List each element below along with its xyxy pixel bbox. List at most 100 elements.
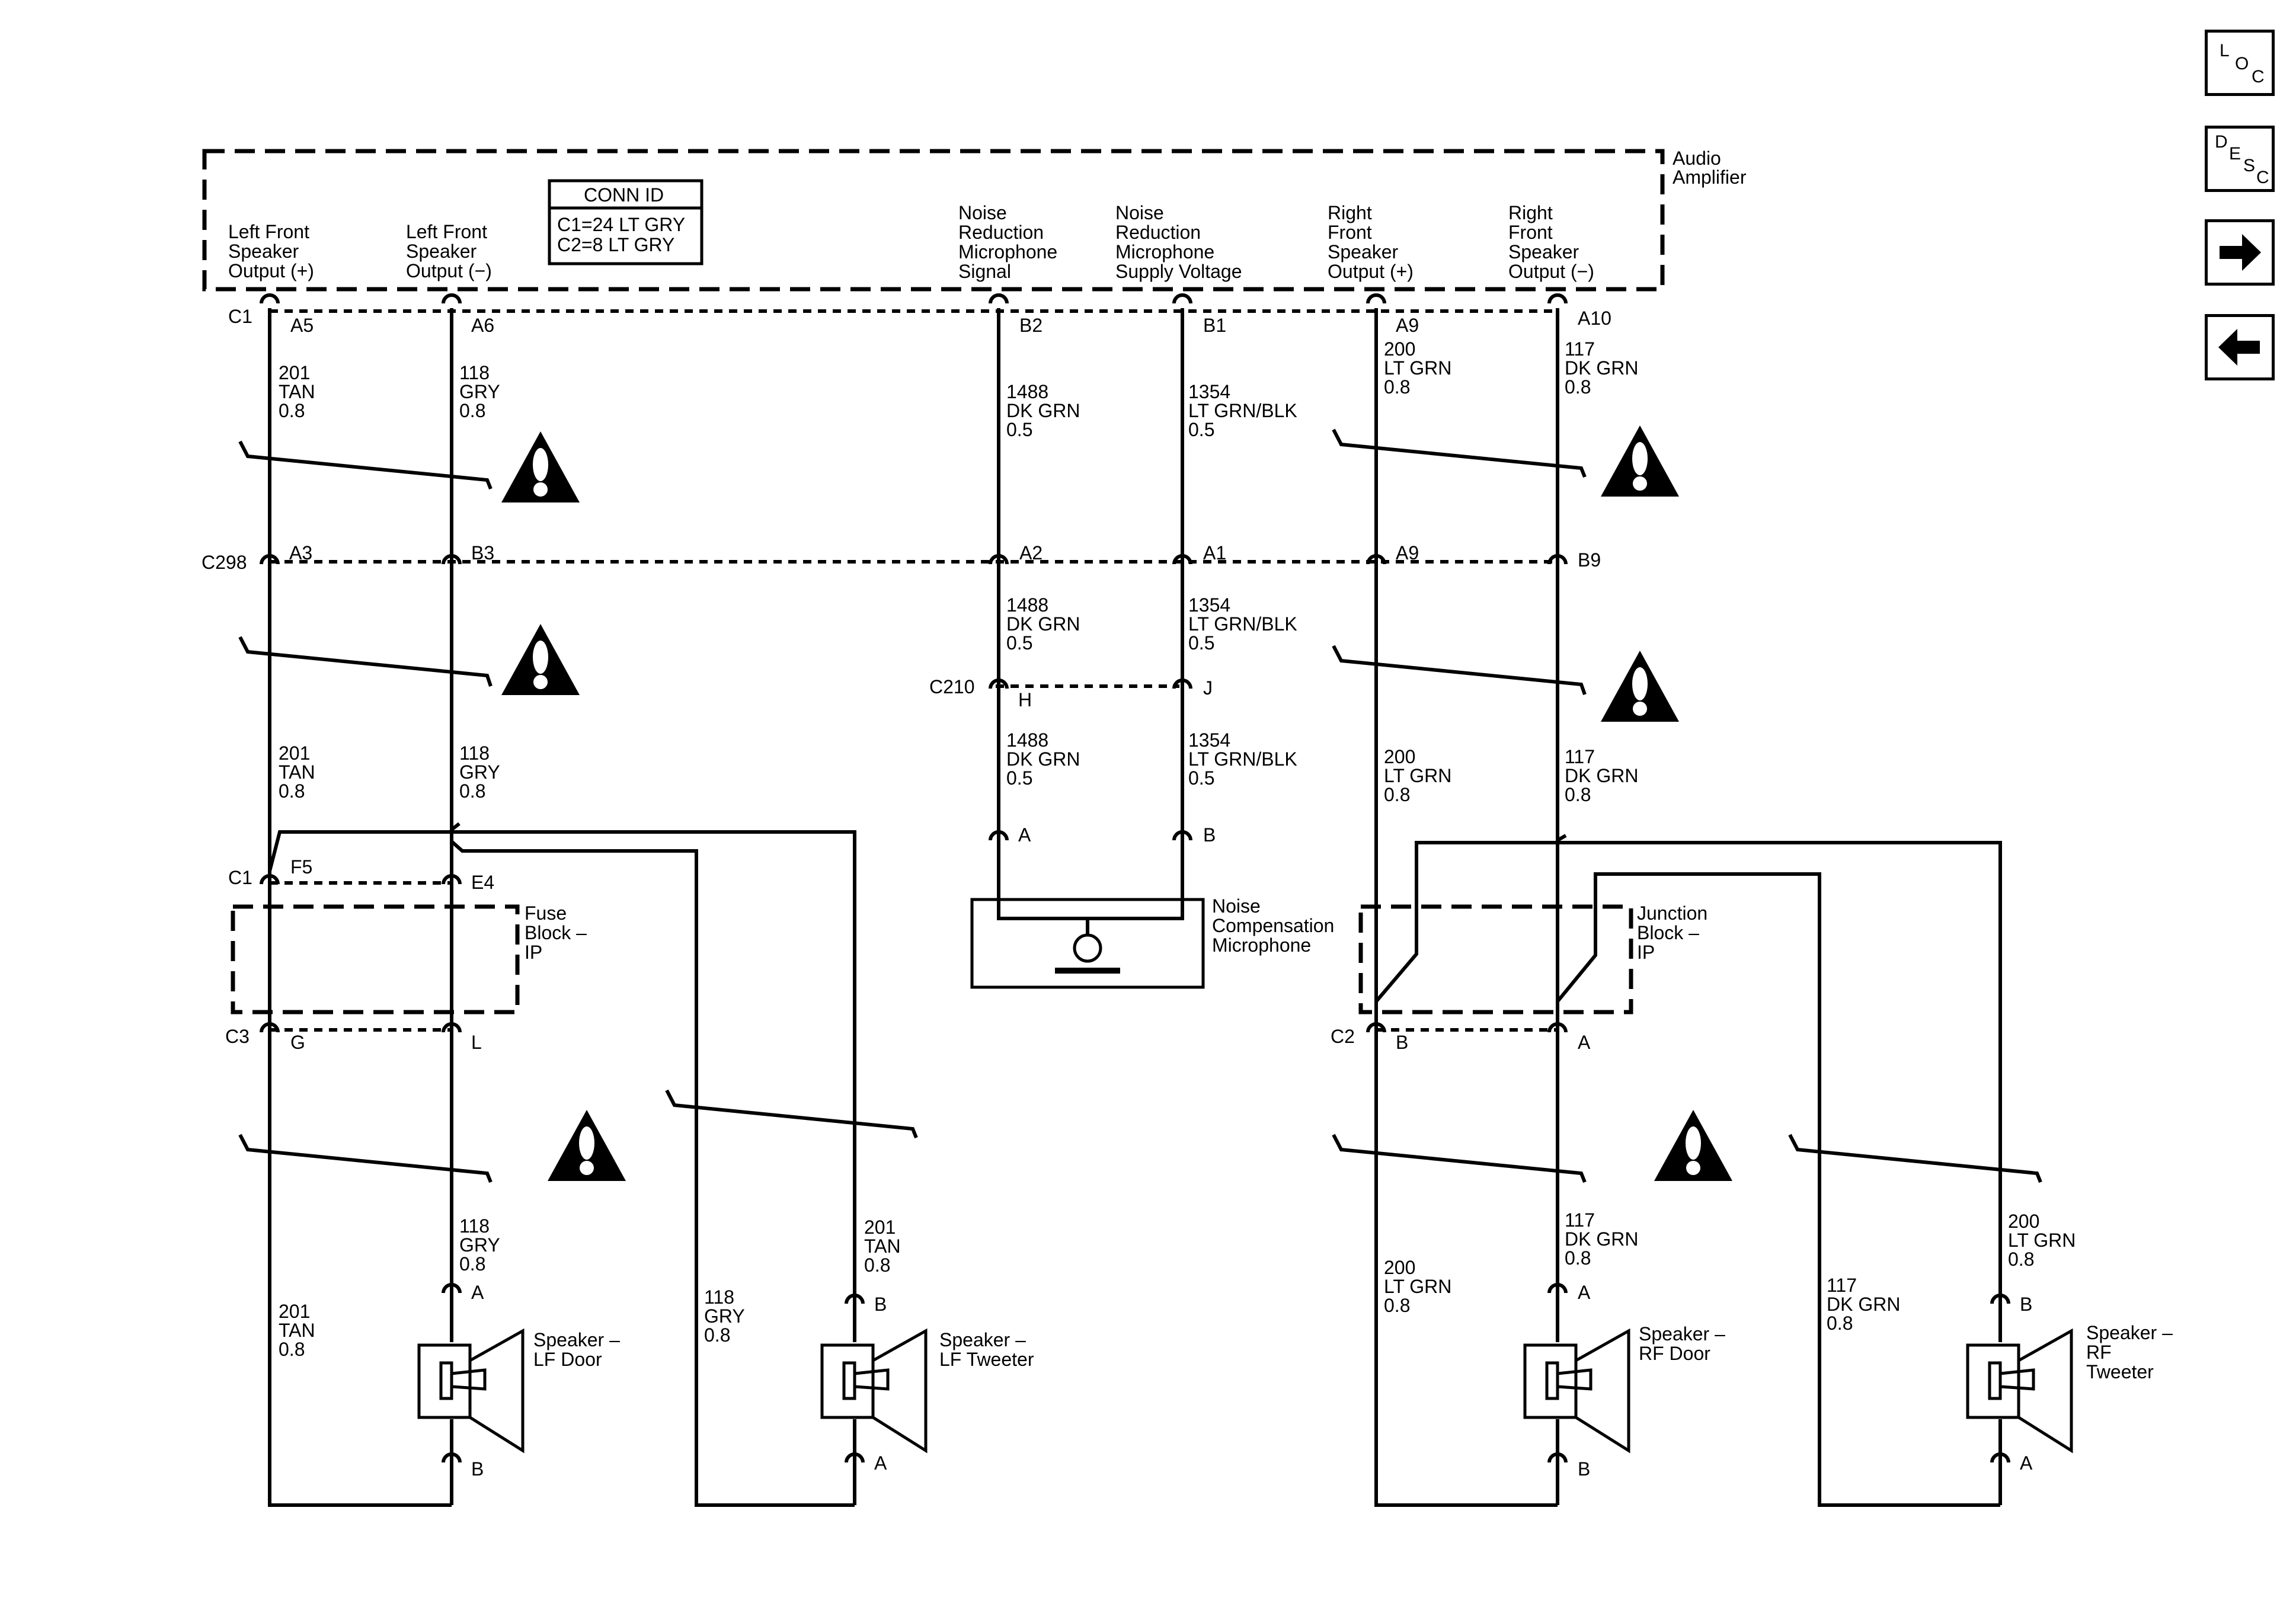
desc-letter: E — [2229, 144, 2241, 164]
svg-text:C1=24 LT GRY: C1=24 LT GRY — [557, 214, 685, 235]
loc-button[interactable]: L O C — [2205, 30, 2275, 96]
svg-text:C298: C298 — [202, 552, 247, 573]
svg-text:C3: C3 — [225, 1026, 250, 1047]
svg-text:L: L — [471, 1032, 482, 1053]
caution-icon — [501, 624, 580, 695]
svg-text:A3: A3 — [289, 542, 312, 564]
arrow-left-icon — [2218, 329, 2260, 366]
desc-button[interactable]: D E S C — [2205, 126, 2275, 192]
svg-text:B1: B1 — [1203, 315, 1226, 336]
desc-letter: S — [2243, 156, 2256, 175]
svg-text:C2: C2 — [1331, 1026, 1355, 1047]
svg-text:B: B — [874, 1294, 887, 1315]
svg-text:G: G — [290, 1032, 305, 1053]
svg-text:J: J — [1203, 677, 1213, 699]
caution-icon — [548, 1110, 626, 1181]
svg-text:B: B — [1396, 1032, 1408, 1053]
desc-letter: C — [2256, 168, 2269, 187]
caution-icon — [1654, 1110, 1732, 1181]
svg-text:A: A — [2020, 1452, 2033, 1474]
caution-icon — [1601, 425, 1679, 497]
svg-text:Speaker –LF Tweeter: Speaker –LF Tweeter — [939, 1329, 1034, 1370]
audio-amplifier: Audio Amplifier — [202, 148, 1747, 292]
svg-text:A: A — [1018, 824, 1031, 846]
caution-icon — [1601, 651, 1679, 722]
svg-text:A2: A2 — [1019, 542, 1043, 564]
svg-text:Speaker –LF Door: Speaker –LF Door — [533, 1329, 620, 1370]
speaker-lf-tweeter: Speaker –LF Tweeter — [822, 1329, 1034, 1451]
svg-text:B: B — [471, 1458, 484, 1480]
svg-text:A: A — [1578, 1032, 1591, 1053]
twisted-pair-markers — [238, 428, 2042, 1183]
connector-lines — [270, 309, 1558, 1032]
loc-letter: C — [2252, 67, 2265, 87]
svg-text:Speaker –RF Door: Speaker –RF Door — [1639, 1323, 1725, 1364]
svg-text:C1: C1 — [228, 306, 252, 327]
svg-text:C1: C1 — [228, 867, 252, 888]
svg-text:C210: C210 — [929, 676, 975, 697]
svg-text:A9: A9 — [1396, 315, 1419, 336]
amplifier-label: Audio — [1673, 148, 1721, 169]
connector-names: C1 C298 C210 C1 C3 C2 — [202, 306, 1355, 1047]
svg-text:CONN ID: CONN ID — [584, 184, 664, 206]
microphone-icon — [1073, 933, 1102, 963]
svg-text:A1: A1 — [1203, 542, 1226, 564]
amplifier-label: Amplifier — [1673, 167, 1747, 188]
connector-terminals — [260, 293, 2010, 1463]
svg-text:C2=8 LT GRY: C2=8 LT GRY — [557, 234, 674, 255]
svg-text:A6: A6 — [471, 315, 494, 336]
svg-text:A10: A10 — [1578, 308, 1611, 329]
svg-text:E4: E4 — [471, 872, 494, 893]
svg-text:A9: A9 — [1396, 542, 1419, 564]
prev-page-button[interactable] — [2205, 314, 2275, 380]
arrow-right-icon — [2220, 234, 2261, 271]
svg-text:A: A — [471, 1282, 484, 1303]
svg-text:H: H — [1018, 689, 1032, 710]
svg-text:B: B — [2020, 1294, 2032, 1315]
speaker-rf-door: Speaker –RF Door — [1525, 1323, 1725, 1451]
svg-text:B: B — [1203, 824, 1216, 846]
desc-letter: D — [2215, 132, 2228, 152]
next-page-button[interactable] — [2205, 219, 2275, 286]
pin-labels: A5 A6 B2 B1 A9 A10 A3 B3 A2 A1 A9 B9 H J… — [289, 308, 2033, 1480]
caution-icon — [501, 431, 580, 502]
svg-text:A5: A5 — [290, 315, 314, 336]
svg-text:A: A — [1578, 1282, 1591, 1303]
